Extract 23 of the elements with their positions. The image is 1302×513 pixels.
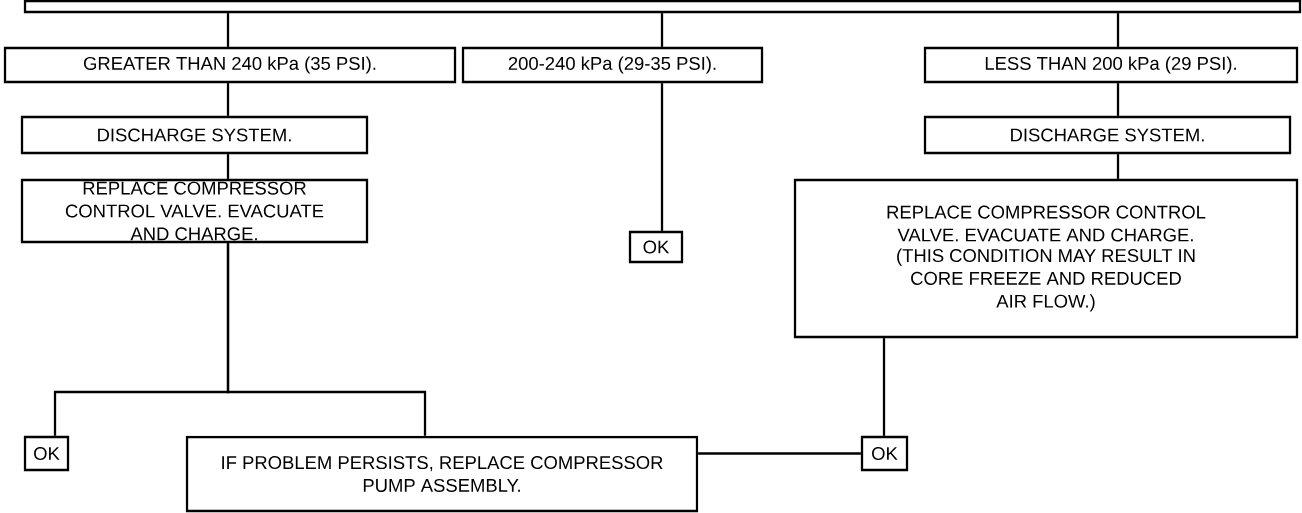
process-box: OK bbox=[628, 230, 684, 264]
process-box: DISCHARGE SYSTEM. bbox=[923, 115, 1292, 155]
connector-line bbox=[1116, 13, 1120, 47]
process-box: REPLACE COMPRESSOR CONTROL VALVE. EVACUATE AND CHARGE. bbox=[20, 178, 369, 244]
connector-line bbox=[226, 154, 230, 179]
connector-line bbox=[882, 338, 886, 436]
process-box: IF PROBLEM PERSISTS, REPLACE COMPRESSOR PUMP ASSEMBLY. bbox=[185, 435, 699, 513]
process-box: OK bbox=[23, 435, 70, 472]
process-box: OK bbox=[860, 435, 909, 472]
connector-line bbox=[698, 452, 861, 455]
connector-line bbox=[226, 13, 230, 47]
process-box: GREATER THAN 240 kPa (35 PSI). bbox=[3, 46, 457, 84]
connector-line bbox=[1116, 154, 1120, 179]
connector-line bbox=[660, 13, 664, 47]
connector-line bbox=[1116, 83, 1120, 116]
process-box: LESS THAN 200 kPa (29 PSI). bbox=[923, 46, 1299, 84]
process-box: REPLACE COMPRESSOR CONTROL VALVE. EVACUATE AND CHARGE. (THIS CONDITION MAY RESULT IN CORE FREEZE AND REDUCED AIR FLOW.) bbox=[793, 178, 1299, 339]
process-box: 200-240 kPa (29-35 PSI). bbox=[461, 46, 764, 84]
connector-line bbox=[226, 83, 230, 116]
process-box: DISCHARGE SYSTEM. bbox=[20, 115, 369, 155]
connector-line bbox=[226, 243, 427, 436]
header-box bbox=[23, 0, 1302, 14]
connector-line bbox=[660, 83, 664, 231]
